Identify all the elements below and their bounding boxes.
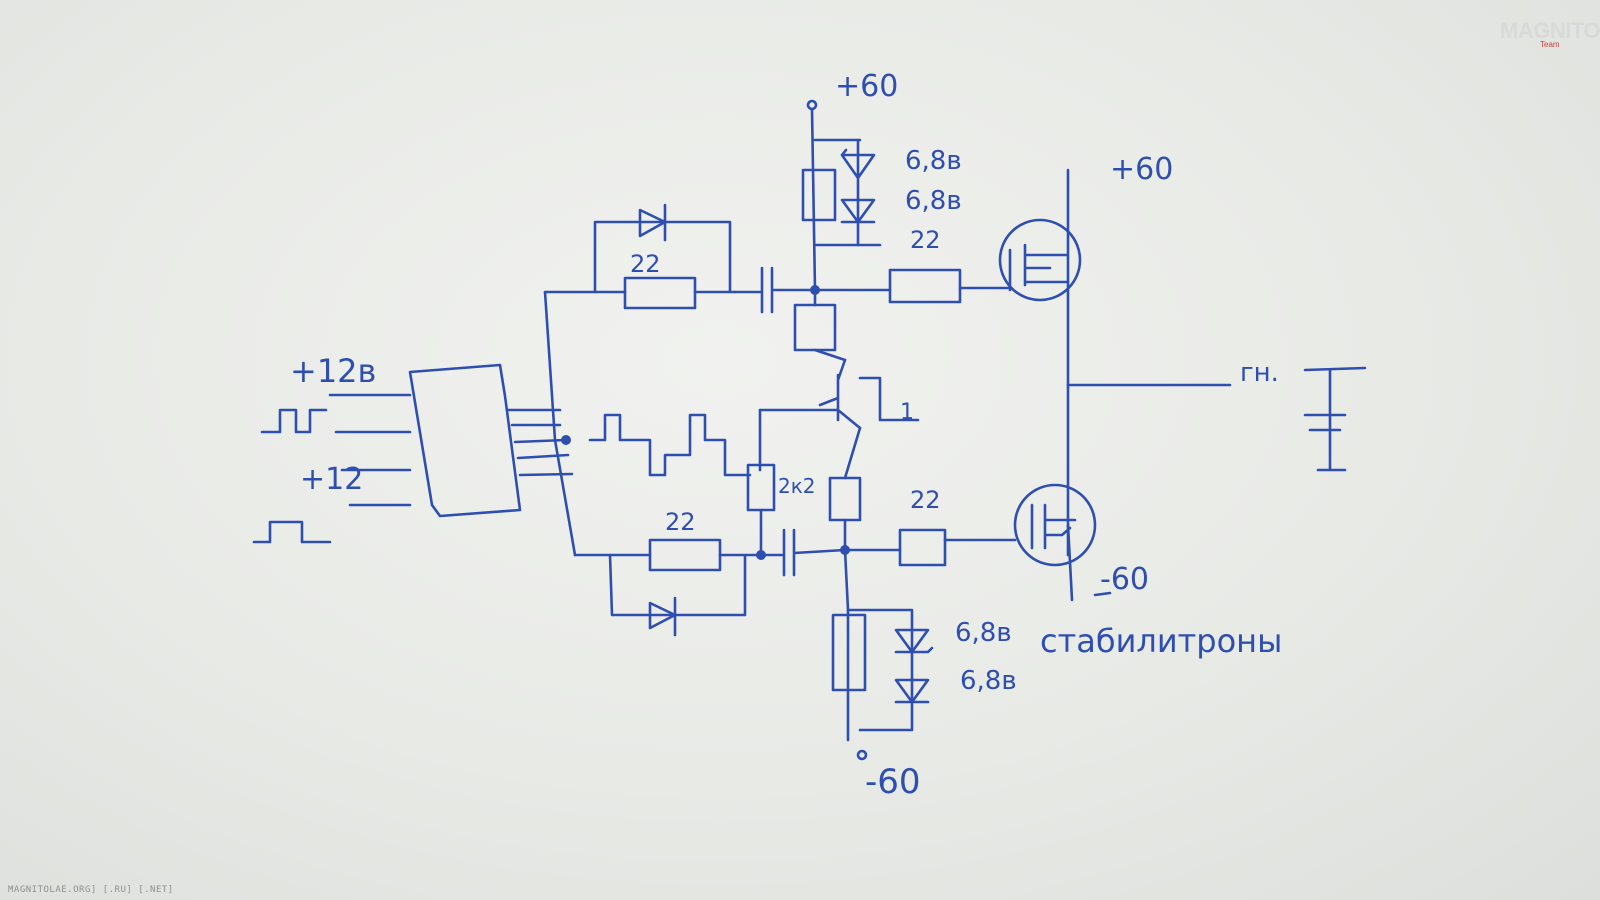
bottom-capacitor xyxy=(759,528,847,577)
watermark-logo: MAGNITOLA xyxy=(1500,18,1600,43)
label-r2k2: 2к2 xyxy=(778,474,816,498)
ic-output-wires xyxy=(506,408,574,477)
label-supply-right-bottom: -60 xyxy=(1100,562,1149,597)
label-input-12v: +12в xyxy=(290,352,377,390)
label-supply-bottom: -60 xyxy=(865,762,921,802)
top-rail xyxy=(810,107,882,292)
watermark-logo-sub: Team xyxy=(1540,40,1560,49)
driver-ic xyxy=(408,363,522,518)
mid-bottom-wire xyxy=(843,426,862,550)
zener-bottom-2 xyxy=(894,678,930,704)
transistor xyxy=(758,358,920,430)
bottom-zener-loop xyxy=(846,608,914,732)
resistor-bottom-bias xyxy=(831,613,867,692)
junction-dot xyxy=(561,435,571,445)
label-r22-top-right: 22 xyxy=(910,226,941,254)
mosfet-top-leads xyxy=(1008,168,1070,557)
mosfet-bottom xyxy=(1013,483,1097,567)
label-zener-note: стабилитроны xyxy=(1040,622,1283,660)
bottom-diode xyxy=(648,596,677,637)
resistor-22-top-left xyxy=(623,276,697,310)
resistor-22-bottom-right xyxy=(898,528,947,567)
mosfet-top xyxy=(998,218,1082,302)
zener-top-2 xyxy=(840,198,876,224)
watermark-footer: MAGNITOLAE.ORG] [.RU] [.NET] xyxy=(8,885,174,895)
resistor-2k2 xyxy=(746,463,776,512)
label-supply-top: +60 xyxy=(835,69,899,104)
label-zener-top-2: 6,8в xyxy=(905,186,962,216)
resistor-mid-top xyxy=(793,303,837,352)
label-supply-right: +60 xyxy=(1110,152,1174,187)
input-wires xyxy=(328,393,412,507)
resistor-mid-bottom xyxy=(828,476,862,522)
label-output: гн. xyxy=(1240,358,1279,388)
mosfet-bottom-leads xyxy=(1030,503,1077,602)
drive-bus xyxy=(543,290,577,557)
resistor-top-bias xyxy=(801,168,837,222)
label-r22-bottom-right: 22 xyxy=(910,486,941,514)
label-zener-bottom-1: 6,8в xyxy=(955,618,1012,648)
label-transistor: 1 xyxy=(900,400,914,425)
supply-terminal-bottom xyxy=(856,749,868,761)
top-capacitor xyxy=(733,266,817,314)
resistor-22-top-right xyxy=(888,268,962,304)
label-input-12: +12 xyxy=(300,462,364,497)
label-zener-bottom-2: 6,8в xyxy=(960,666,1017,696)
label-r22-top-left: 22 xyxy=(630,250,661,278)
zener-bottom-1 xyxy=(894,628,934,654)
pulse-wave-bottom xyxy=(252,520,332,544)
gate-waveform xyxy=(588,413,752,477)
pulse-wave-top xyxy=(260,408,328,434)
label-r22-bottom-left: 22 xyxy=(665,508,696,536)
minus-tick xyxy=(1093,591,1112,597)
top-diode xyxy=(638,203,667,242)
bottom-rail xyxy=(843,548,850,742)
resistor-22-bottom-left xyxy=(648,538,722,572)
ground-symbol xyxy=(1303,366,1367,472)
zener-top-1 xyxy=(840,138,876,247)
label-zener-top-1: 6,8в xyxy=(905,146,962,176)
mid-top-wire xyxy=(813,288,847,362)
bottom-diode-loop xyxy=(608,553,762,617)
